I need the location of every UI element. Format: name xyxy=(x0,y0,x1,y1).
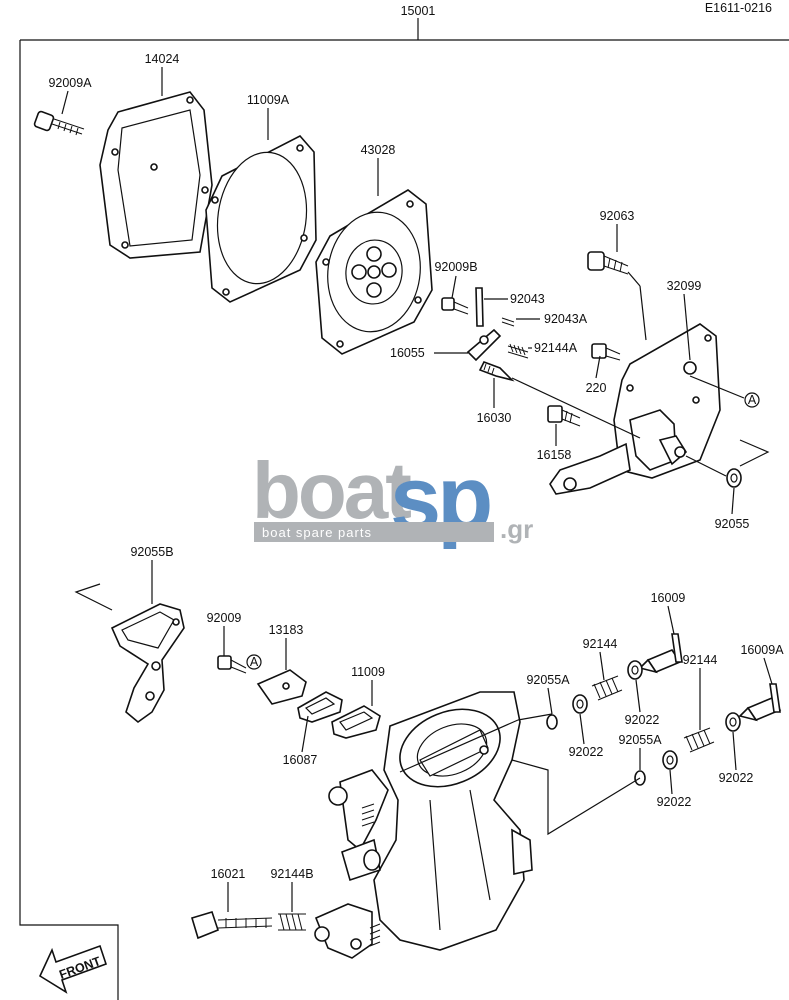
reference-mark-top-label: A xyxy=(748,393,757,407)
label-43028: 43028 xyxy=(361,143,396,157)
label-16030: 16030 xyxy=(477,411,512,425)
bolt-92063 xyxy=(587,251,629,275)
label-92144-upper: 92144 xyxy=(583,637,618,651)
needle-16030 xyxy=(478,360,515,382)
washer-92022-upper-left xyxy=(572,694,588,714)
top-leader-lines xyxy=(61,67,770,515)
spring-92144-lower xyxy=(683,727,715,753)
label-92055A-upper: 92055A xyxy=(526,673,570,687)
lever-16055 xyxy=(466,328,502,362)
watermark-tagline: boat spare parts xyxy=(262,525,372,540)
reference-mark-bottom-label: A xyxy=(250,655,259,669)
washer-92022-upper-right xyxy=(627,660,643,680)
watermark-tagline-bar xyxy=(254,522,494,542)
drawing-id: E1611-0216 xyxy=(705,1,772,15)
label-16009A: 16009A xyxy=(740,643,784,657)
bolt-16158 xyxy=(547,405,581,427)
label-92144B: 92144B xyxy=(270,867,313,881)
cover-32099 xyxy=(549,323,721,495)
washer-92022-lower-left xyxy=(662,750,678,770)
diagram-frame xyxy=(19,39,789,1000)
assembly-number: 15001 xyxy=(401,4,436,18)
label-92043: 92043 xyxy=(510,292,545,306)
gasket-14024 xyxy=(99,91,213,259)
label-11009A: 11009A xyxy=(247,93,290,107)
gasket-11009A xyxy=(205,135,317,303)
screw-92009B xyxy=(441,297,469,315)
label-92009: 92009 xyxy=(207,611,242,625)
spring-92144A xyxy=(507,343,529,359)
label-14024: 14024 xyxy=(145,52,180,66)
front-arrow: FRONT xyxy=(38,944,108,994)
label-16021: 16021 xyxy=(211,867,246,881)
bottom-leader-lines xyxy=(151,560,773,912)
label-16055: 16055 xyxy=(390,346,425,360)
label-92009B: 92009B xyxy=(434,260,477,274)
screw-16021 xyxy=(191,911,273,940)
label-92022-c: 92022 xyxy=(657,795,692,809)
screw-16009 xyxy=(638,633,683,674)
label-92144A: 92144A xyxy=(534,341,578,355)
label-92063: 92063 xyxy=(600,209,635,223)
diaphragm-43028 xyxy=(315,189,433,355)
label-92009A: 92009A xyxy=(48,76,92,90)
screw-92009 xyxy=(217,655,247,674)
label-92043A: 92043A xyxy=(544,312,588,326)
carburetor-body xyxy=(314,691,533,959)
plate-13183 xyxy=(256,669,307,705)
washer-92055A-upper xyxy=(546,714,558,730)
label-16009: 16009 xyxy=(651,591,686,605)
gasket-92055B-arrow xyxy=(74,583,113,611)
label-92055B: 92055B xyxy=(130,545,173,559)
label-13183: 13183 xyxy=(269,623,304,637)
label-16158: 16158 xyxy=(537,448,572,462)
washer-92055 xyxy=(726,468,742,488)
gasket-16087 xyxy=(297,691,343,723)
label-11009: 11009 xyxy=(351,665,385,679)
watermark-logo: boat sp .gr boat spare parts xyxy=(252,446,533,550)
watermark-suffix: .gr xyxy=(500,514,533,544)
screw-220 xyxy=(591,343,621,361)
label-92022-d: 92022 xyxy=(719,771,754,785)
label-16087: 16087 xyxy=(283,753,318,767)
label-92144-lower: 92144 xyxy=(683,653,718,667)
pin-92043 xyxy=(475,287,484,327)
label-32099: 32099 xyxy=(667,279,702,293)
reference-mark-top xyxy=(744,392,760,408)
washer-92022-lower-right xyxy=(725,712,741,732)
watermark-brand-part1: boat xyxy=(252,446,411,535)
label-92022-b: 92022 xyxy=(625,713,660,727)
label-92055A-lower: 92055A xyxy=(618,733,662,747)
label-92055: 92055 xyxy=(715,517,750,531)
gasket-11009 xyxy=(331,705,381,739)
label-92022-a: 92022 xyxy=(569,745,604,759)
gasket-92055B xyxy=(110,603,185,724)
label-220: 220 xyxy=(586,381,607,395)
screw-16009A xyxy=(738,683,782,722)
clip-92043A xyxy=(501,317,515,327)
spring-92144-upper xyxy=(591,675,623,701)
reference-mark-bottom xyxy=(246,654,262,670)
spring-92144B xyxy=(278,913,306,931)
bolt-92009A xyxy=(33,110,85,136)
